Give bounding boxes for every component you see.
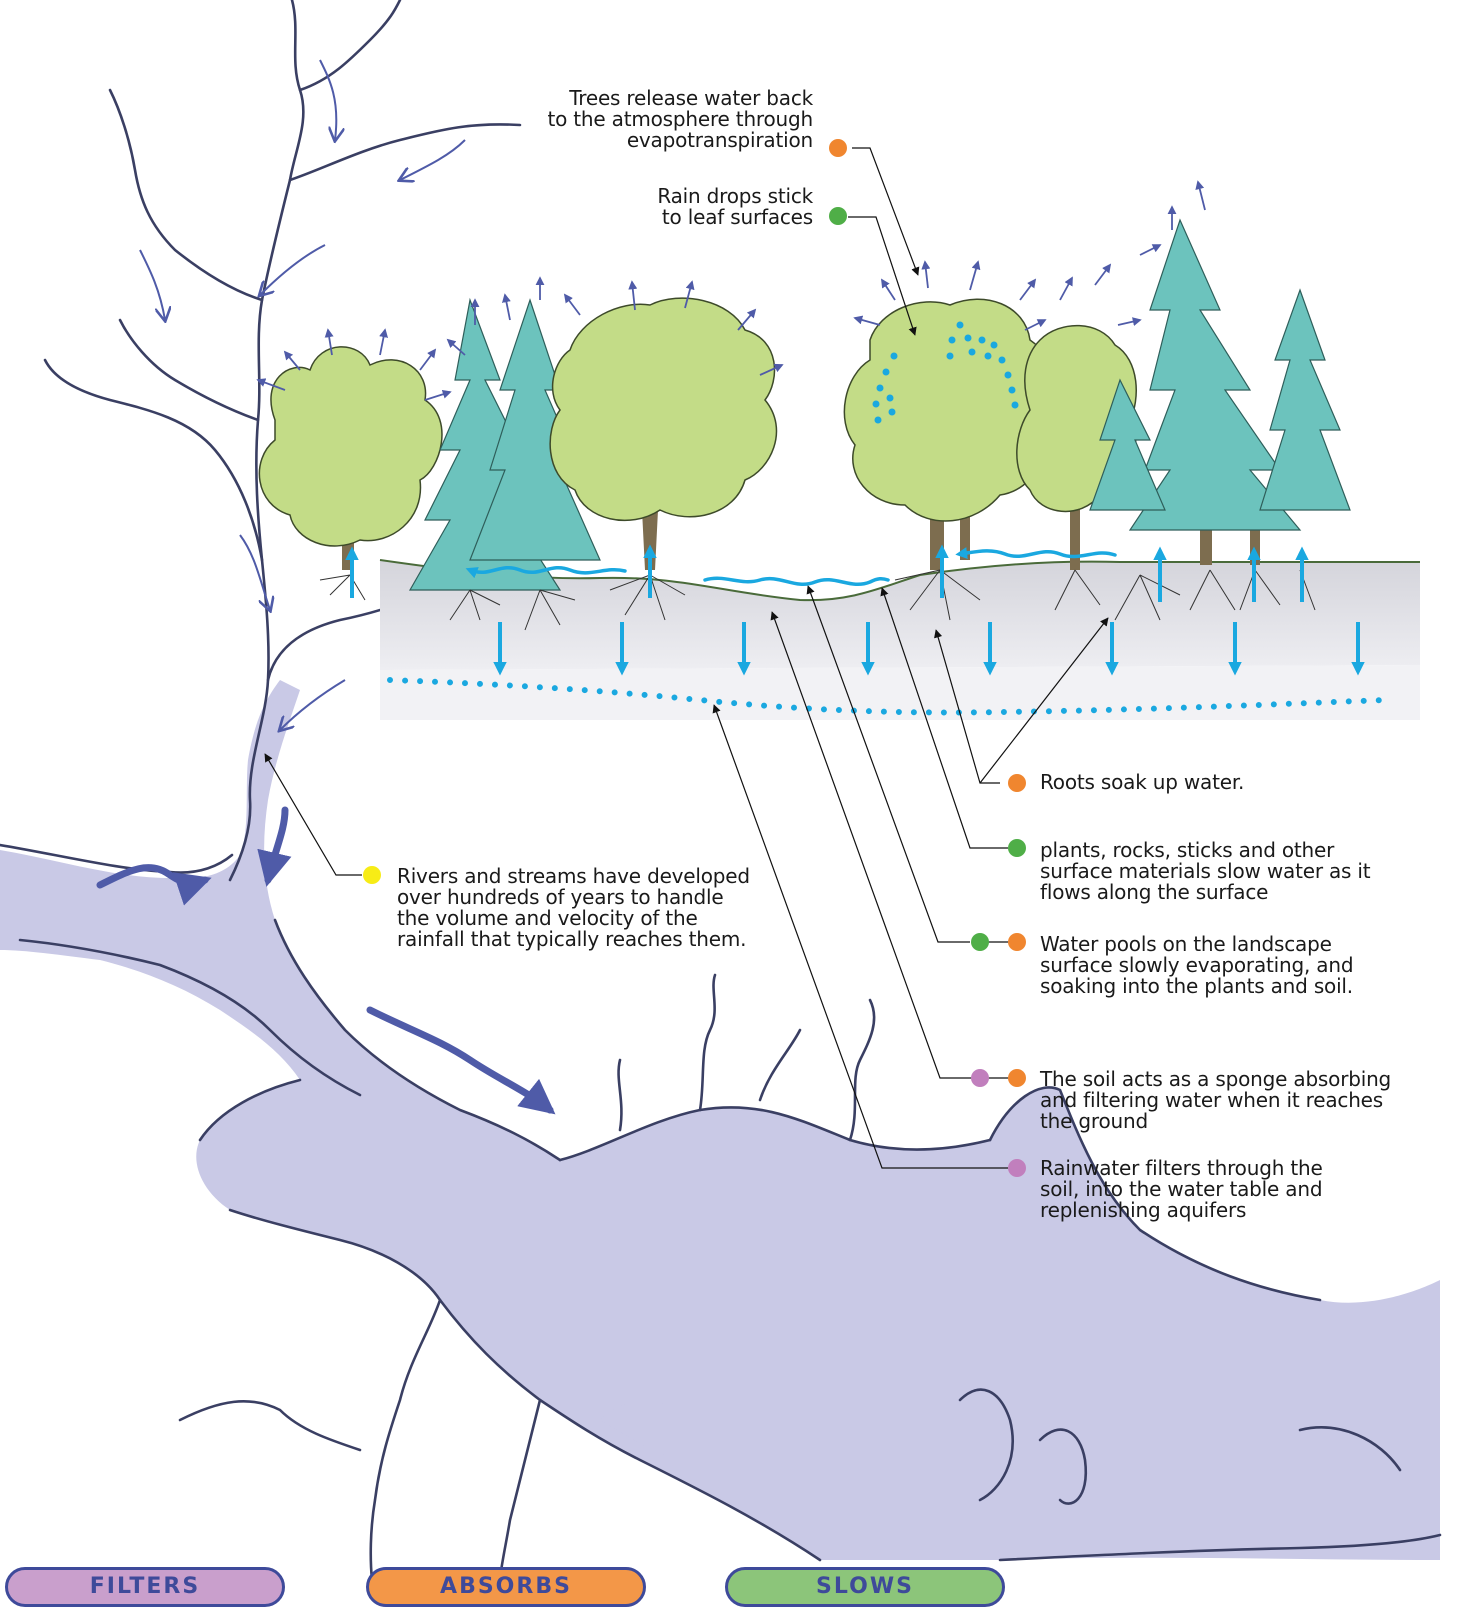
- flow-arrow-icon: [240, 535, 270, 610]
- flow-arrow-icon: [140, 250, 165, 320]
- legend-slows: SLOWS: [725, 1567, 1005, 1607]
- green-dot: [829, 207, 847, 225]
- leader-rainwater: [714, 705, 1008, 1168]
- evaporation-arrow-icon: [505, 295, 510, 320]
- evaporation-arrow-icon: [882, 280, 895, 300]
- flow-arrow-icon: [268, 810, 285, 880]
- orange-dot: [1008, 933, 1026, 951]
- evaporation-arrow-icon: [855, 318, 880, 325]
- evaporation-arrow-icon: [1118, 320, 1140, 325]
- purple-dot: [1008, 1159, 1026, 1177]
- leader-evapotranspiration: [852, 148, 918, 275]
- yellow-dot: [363, 866, 381, 884]
- evaporation-arrow-icon: [1198, 182, 1205, 210]
- trees: [259, 220, 1350, 590]
- label-leaf-surfaces: Rain drops stick to leaf surfaces: [657, 186, 813, 228]
- leader-rivers: [265, 754, 362, 875]
- label-roots: Roots soak up water.: [1040, 772, 1244, 793]
- legend-filters: FILTERS: [5, 1567, 285, 1607]
- label-evapotranspiration: Trees release water back to the atmosphe…: [547, 88, 813, 151]
- evaporation-arrow-icon: [1020, 280, 1035, 300]
- evaporation-arrow-icon: [970, 262, 978, 290]
- label-water-pools: Water pools on the landscape surface slo…: [1040, 934, 1353, 997]
- evaporation-arrow-icon: [565, 295, 580, 315]
- evaporation-arrow-icon: [425, 392, 450, 400]
- evaporation-arrow-icon: [285, 352, 300, 370]
- evaporation-arrow-icon: [1095, 265, 1110, 285]
- evaporation-arrow-icon: [380, 330, 385, 355]
- leader-connectors: [980, 942, 1010, 1078]
- evaporation-arrow-icon: [1140, 245, 1160, 255]
- orange-dot: [829, 139, 847, 157]
- orange-dot: [1008, 1069, 1026, 1087]
- green-dot: [1008, 839, 1026, 857]
- purple-dot: [971, 1069, 989, 1087]
- evaporation-arrow-icon: [738, 310, 755, 330]
- flow-arrow-icon: [260, 245, 325, 295]
- evaporation-arrow-icon: [1025, 320, 1045, 330]
- green-dot: [971, 933, 989, 951]
- legend-absorbs: ABSORBS: [366, 1567, 646, 1607]
- flow-arrow-icon: [400, 140, 465, 180]
- label-rivers: Rivers and streams have developed over h…: [397, 866, 750, 950]
- label-surface-materials: plants, rocks, sticks and other surface …: [1040, 840, 1370, 903]
- evaporation-arrow-icon: [925, 262, 928, 288]
- evaporation-arrow-icon: [420, 350, 435, 370]
- deciduous-tree-1: [259, 347, 442, 570]
- evaporation-arrow-icon: [1060, 278, 1072, 300]
- label-rainwater-filters: Rainwater filters through the soil, into…: [1040, 1158, 1323, 1221]
- label-soil-sponge: The soil acts as a sponge absorbing and …: [1040, 1069, 1391, 1132]
- orange-dot: [1008, 774, 1026, 792]
